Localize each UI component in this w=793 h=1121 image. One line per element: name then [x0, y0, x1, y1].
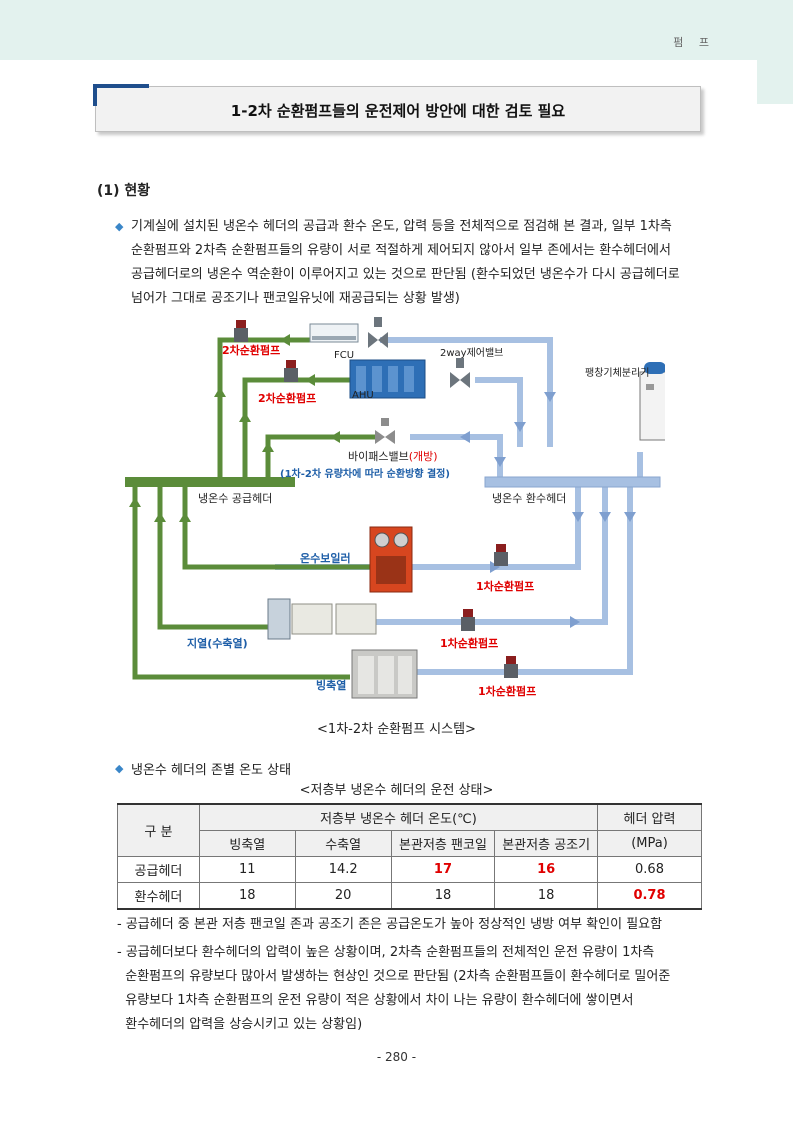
table-caption: <저층부 냉온수 헤더의 운전 상태> — [299, 783, 494, 798]
label-return-header: 냉온수 환수헤더 — [492, 492, 566, 505]
table-header-category: 구 분 — [117, 803, 200, 857]
bypass-open-text: (개방) — [409, 450, 438, 463]
table-cell: 20 — [294, 882, 392, 910]
table-cell-alert: 16 — [494, 856, 598, 883]
table-cell: 18 — [198, 882, 296, 910]
return-arrows — [460, 392, 636, 628]
supply-header-bar — [125, 477, 295, 487]
pump-system-diagram: 2차순환펌프 FCU 2way제어밸브 팽창기체분리기 2차순환펌프 AHU 바… — [125, 317, 665, 699]
ahu-unit-icon — [349, 359, 426, 399]
table-subheader: 본관저층 팬코일 — [390, 830, 496, 857]
label-supply-header: 냉온수 공급헤더 — [198, 492, 272, 505]
boiler-icon — [369, 526, 413, 593]
label-pump1-c: 1차순환펌프 — [478, 684, 536, 698]
heat-exchanger-icon — [267, 598, 377, 640]
diamond-bullet-icon: ◆ — [115, 762, 124, 775]
title-accent-vertical — [93, 84, 97, 106]
diamond-bullet-icon: ◆ — [115, 220, 124, 233]
label-boiler: 온수보일러 — [300, 551, 351, 565]
label-ice-storage: 빙축열 — [316, 678, 346, 692]
label-pump2-b: 2차순환펌프 — [258, 391, 316, 405]
header-temperature-table: 구 분 저층부 냉온수 헤더 온도(℃) 헤더 압력 빙축열 수축열 본관저층 … — [117, 803, 702, 910]
bypass-valve-icon — [375, 418, 395, 444]
table-row: 공급헤더 11 14.2 17 16 0.68 — [117, 856, 702, 883]
pump-icon-2b — [284, 360, 298, 382]
table-subheader: 수축열 — [294, 830, 392, 857]
table-header-pressure: 헤더 압력 — [597, 803, 702, 831]
table-cell-alert: 0.78 — [597, 882, 702, 910]
paragraph-line: 넘어가 그대로 공조기나 팬코일유닛에 재공급되는 상황 발생) — [131, 291, 460, 306]
return-header-bar — [484, 476, 661, 488]
label-pump2-a: 2차순환펌프 — [222, 343, 280, 357]
paragraph-line: 기계실에 설치된 냉온수 헤더의 공급과 환수 온도, 압력 등을 전체적으로 … — [131, 219, 672, 234]
table-cell: 18 — [390, 882, 496, 910]
pump-icon-1c — [504, 656, 518, 678]
ice-storage-tank-icon — [351, 649, 418, 699]
table-row: 환수헤더 18 20 18 18 0.78 — [117, 882, 702, 910]
status-paragraph: 기계실에 설치된 냉온수 헤더의 공급과 환수 온도, 압력 등을 전체적으로 … — [131, 215, 703, 311]
table-cell: 18 — [494, 882, 598, 910]
title-accent — [93, 84, 149, 88]
section-heading: (1) 현황 — [97, 183, 151, 199]
valve-icon — [368, 317, 388, 348]
label-pump1-a: 1차순환펌프 — [476, 579, 534, 593]
section-label: 펌 프 — [673, 36, 715, 49]
pump-icon-1a — [494, 544, 508, 566]
bullet-heading: 냉온수 헤더의 존별 온도 상태 — [131, 763, 292, 778]
page-number: - 280 - — [376, 1050, 417, 1064]
bypass-valve-text: 바이패스밸브 — [348, 450, 409, 463]
label-pump1-b: 1차순환펌프 — [440, 636, 498, 650]
label-bypass-note: (1차-2차 유량차에 따라 순환방향 결정) — [280, 467, 450, 480]
table-cell-alert: 17 — [390, 856, 496, 883]
note-line: - 공급헤더 중 본관 저층 팬코일 존과 공조기 존은 공급온도가 높아 정상… — [117, 917, 663, 932]
note-1: - 공급헤더 중 본관 저층 팬코일 존과 공조기 존은 공급온도가 높아 정상… — [117, 913, 703, 937]
top-band: 펌 프 — [0, 0, 793, 60]
title-box: 1-2차 순환펌프들의 운전제어 방안에 대한 검토 필요 — [93, 84, 701, 132]
supply-arrows — [129, 334, 340, 522]
pump-icon-1b — [461, 609, 475, 631]
paragraph-line: 순환펌프와 2차측 순환펌프들의 유량이 서로 적절하게 제어되지 않아서 일부… — [131, 243, 671, 258]
table-cell: 0.68 — [597, 856, 702, 883]
paragraph-line: 공급헤더로의 냉온수 역순환이 이루어지고 있는 것으로 판단됨 (환수되었던 … — [131, 267, 680, 282]
table-subheader: 본관저층 공조기 — [494, 830, 598, 857]
figure-caption: <1차-2차 순환펌프 시스템> — [317, 722, 476, 737]
row-label: 환수헤더 — [117, 882, 200, 910]
label-ahu: AHU — [352, 390, 374, 401]
table-header-temperature: 저층부 냉온수 헤더 온도(℃) — [198, 803, 599, 831]
table-subheader: 빙축열 — [198, 830, 296, 857]
note-line: - 공급헤더보다 환수헤더의 압력이 높은 상황이며, 2차측 순환펌프들의 전… — [117, 945, 655, 960]
note-line: 유량보다 1차측 순환펌프의 운전 유량이 적은 상황에서 차이 나는 유량이 … — [117, 993, 634, 1008]
expansion-tank-icon — [639, 362, 665, 441]
note-2: - 공급헤더보다 환수헤더의 압력이 높은 상황이며, 2차측 순환펌프들의 전… — [117, 941, 703, 1037]
label-bypass-valve: 바이패스밸브(개방) — [348, 450, 438, 463]
side-tab — [757, 60, 793, 104]
table-cell: 11 — [198, 856, 296, 883]
table-subheader-unit: (MPa) — [597, 830, 702, 857]
fcu-unit-icon — [309, 323, 359, 343]
label-fcu: FCU — [334, 350, 354, 361]
note-line: 환수헤더의 압력을 상승시키고 있는 상황임) — [117, 1017, 363, 1032]
pump-icon-2a — [234, 320, 248, 342]
page-title: 1-2차 순환펌프들의 운전제어 방안에 대한 검토 필요 — [230, 102, 566, 120]
label-2way-valve: 2way제어밸브 — [440, 347, 503, 359]
table-cell: 14.2 — [294, 856, 392, 883]
valve-icon-ahu — [450, 358, 470, 388]
label-geothermal: 지열(수축열) — [187, 636, 248, 650]
note-line: 순환펌프의 유량보다 많아서 발생하는 현상인 것으로 판단됨 (2차측 순환펌… — [117, 969, 671, 984]
label-expansion-separator: 팽창기체분리기 — [585, 367, 649, 379]
row-label: 공급헤더 — [117, 856, 200, 883]
